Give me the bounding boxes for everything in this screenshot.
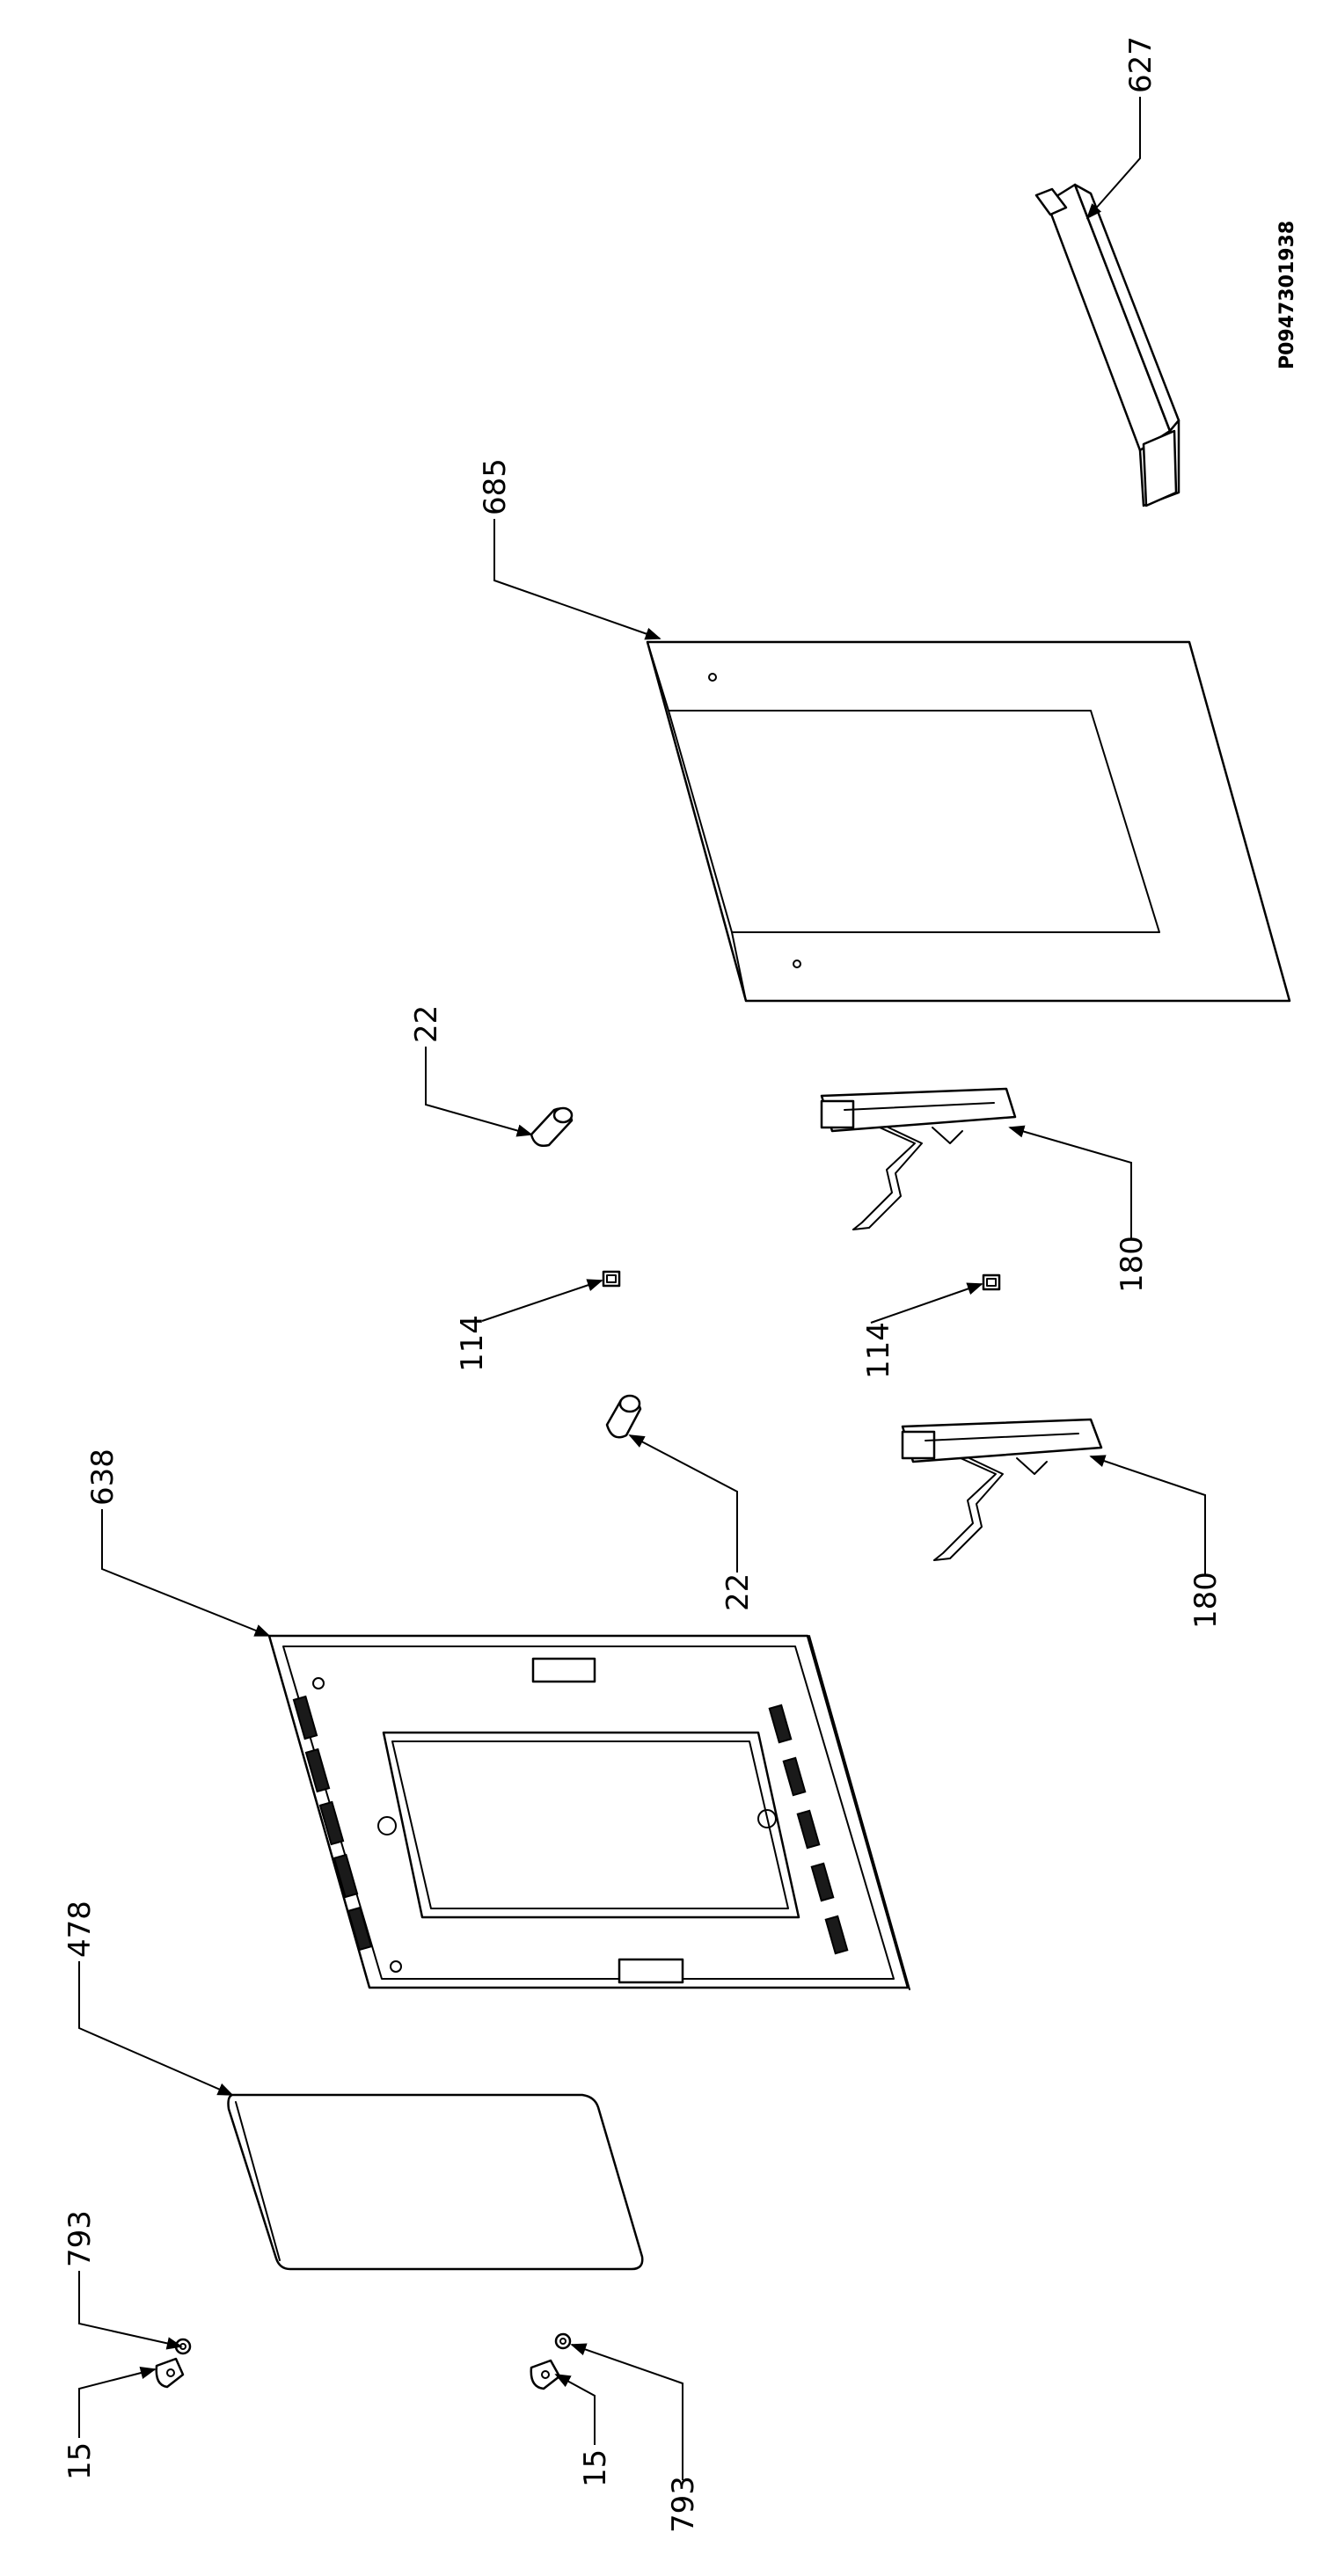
callout-793-right: 793 <box>666 2476 701 2533</box>
part-clip-upper <box>602 1270 621 1288</box>
callout-627: 627 <box>1123 36 1159 93</box>
callout-114-upper: 114 <box>455 1315 490 1372</box>
part-bracket-right <box>530 2359 561 2390</box>
callout-478: 478 <box>62 1901 98 1958</box>
part-screw-right <box>554 2332 572 2350</box>
callout-180-upper: 180 <box>1115 1236 1150 1293</box>
part-spacer-upper <box>530 1106 574 1147</box>
callout-180-lower: 180 <box>1188 1572 1224 1629</box>
part-outer-glass <box>646 640 1291 1003</box>
leader-lines <box>78 97 1206 2480</box>
drawing-code: P0947301938 <box>1276 221 1298 369</box>
part-bracket-left <box>155 2357 185 2389</box>
callout-22-lower: 22 <box>720 1573 756 1611</box>
part-hinge-upper <box>820 1087 1017 1230</box>
callout-685: 685 <box>478 458 513 515</box>
part-spacer-lower <box>605 1394 642 1439</box>
frame-slots-left <box>292 1695 373 1952</box>
part-clip-lower <box>982 1273 1001 1291</box>
callout-793-left: 793 <box>62 2210 98 2267</box>
part-inner-glass <box>227 2093 644 2271</box>
part-hinge-lower <box>901 1418 1103 1561</box>
callout-114-lower: 114 <box>861 1322 896 1379</box>
part-handle <box>1034 183 1180 507</box>
part-inner-frame <box>267 1634 910 1990</box>
callout-labels: 627 685 22 114 180 114 638 22 180 478 79… <box>62 36 1298 2533</box>
callout-638: 638 <box>85 1449 121 1506</box>
callout-15-left: 15 <box>62 2442 98 2480</box>
callout-22-upper: 22 <box>409 1005 444 1043</box>
frame-slots-right <box>768 1704 849 1955</box>
callout-15-right: 15 <box>578 2449 613 2487</box>
